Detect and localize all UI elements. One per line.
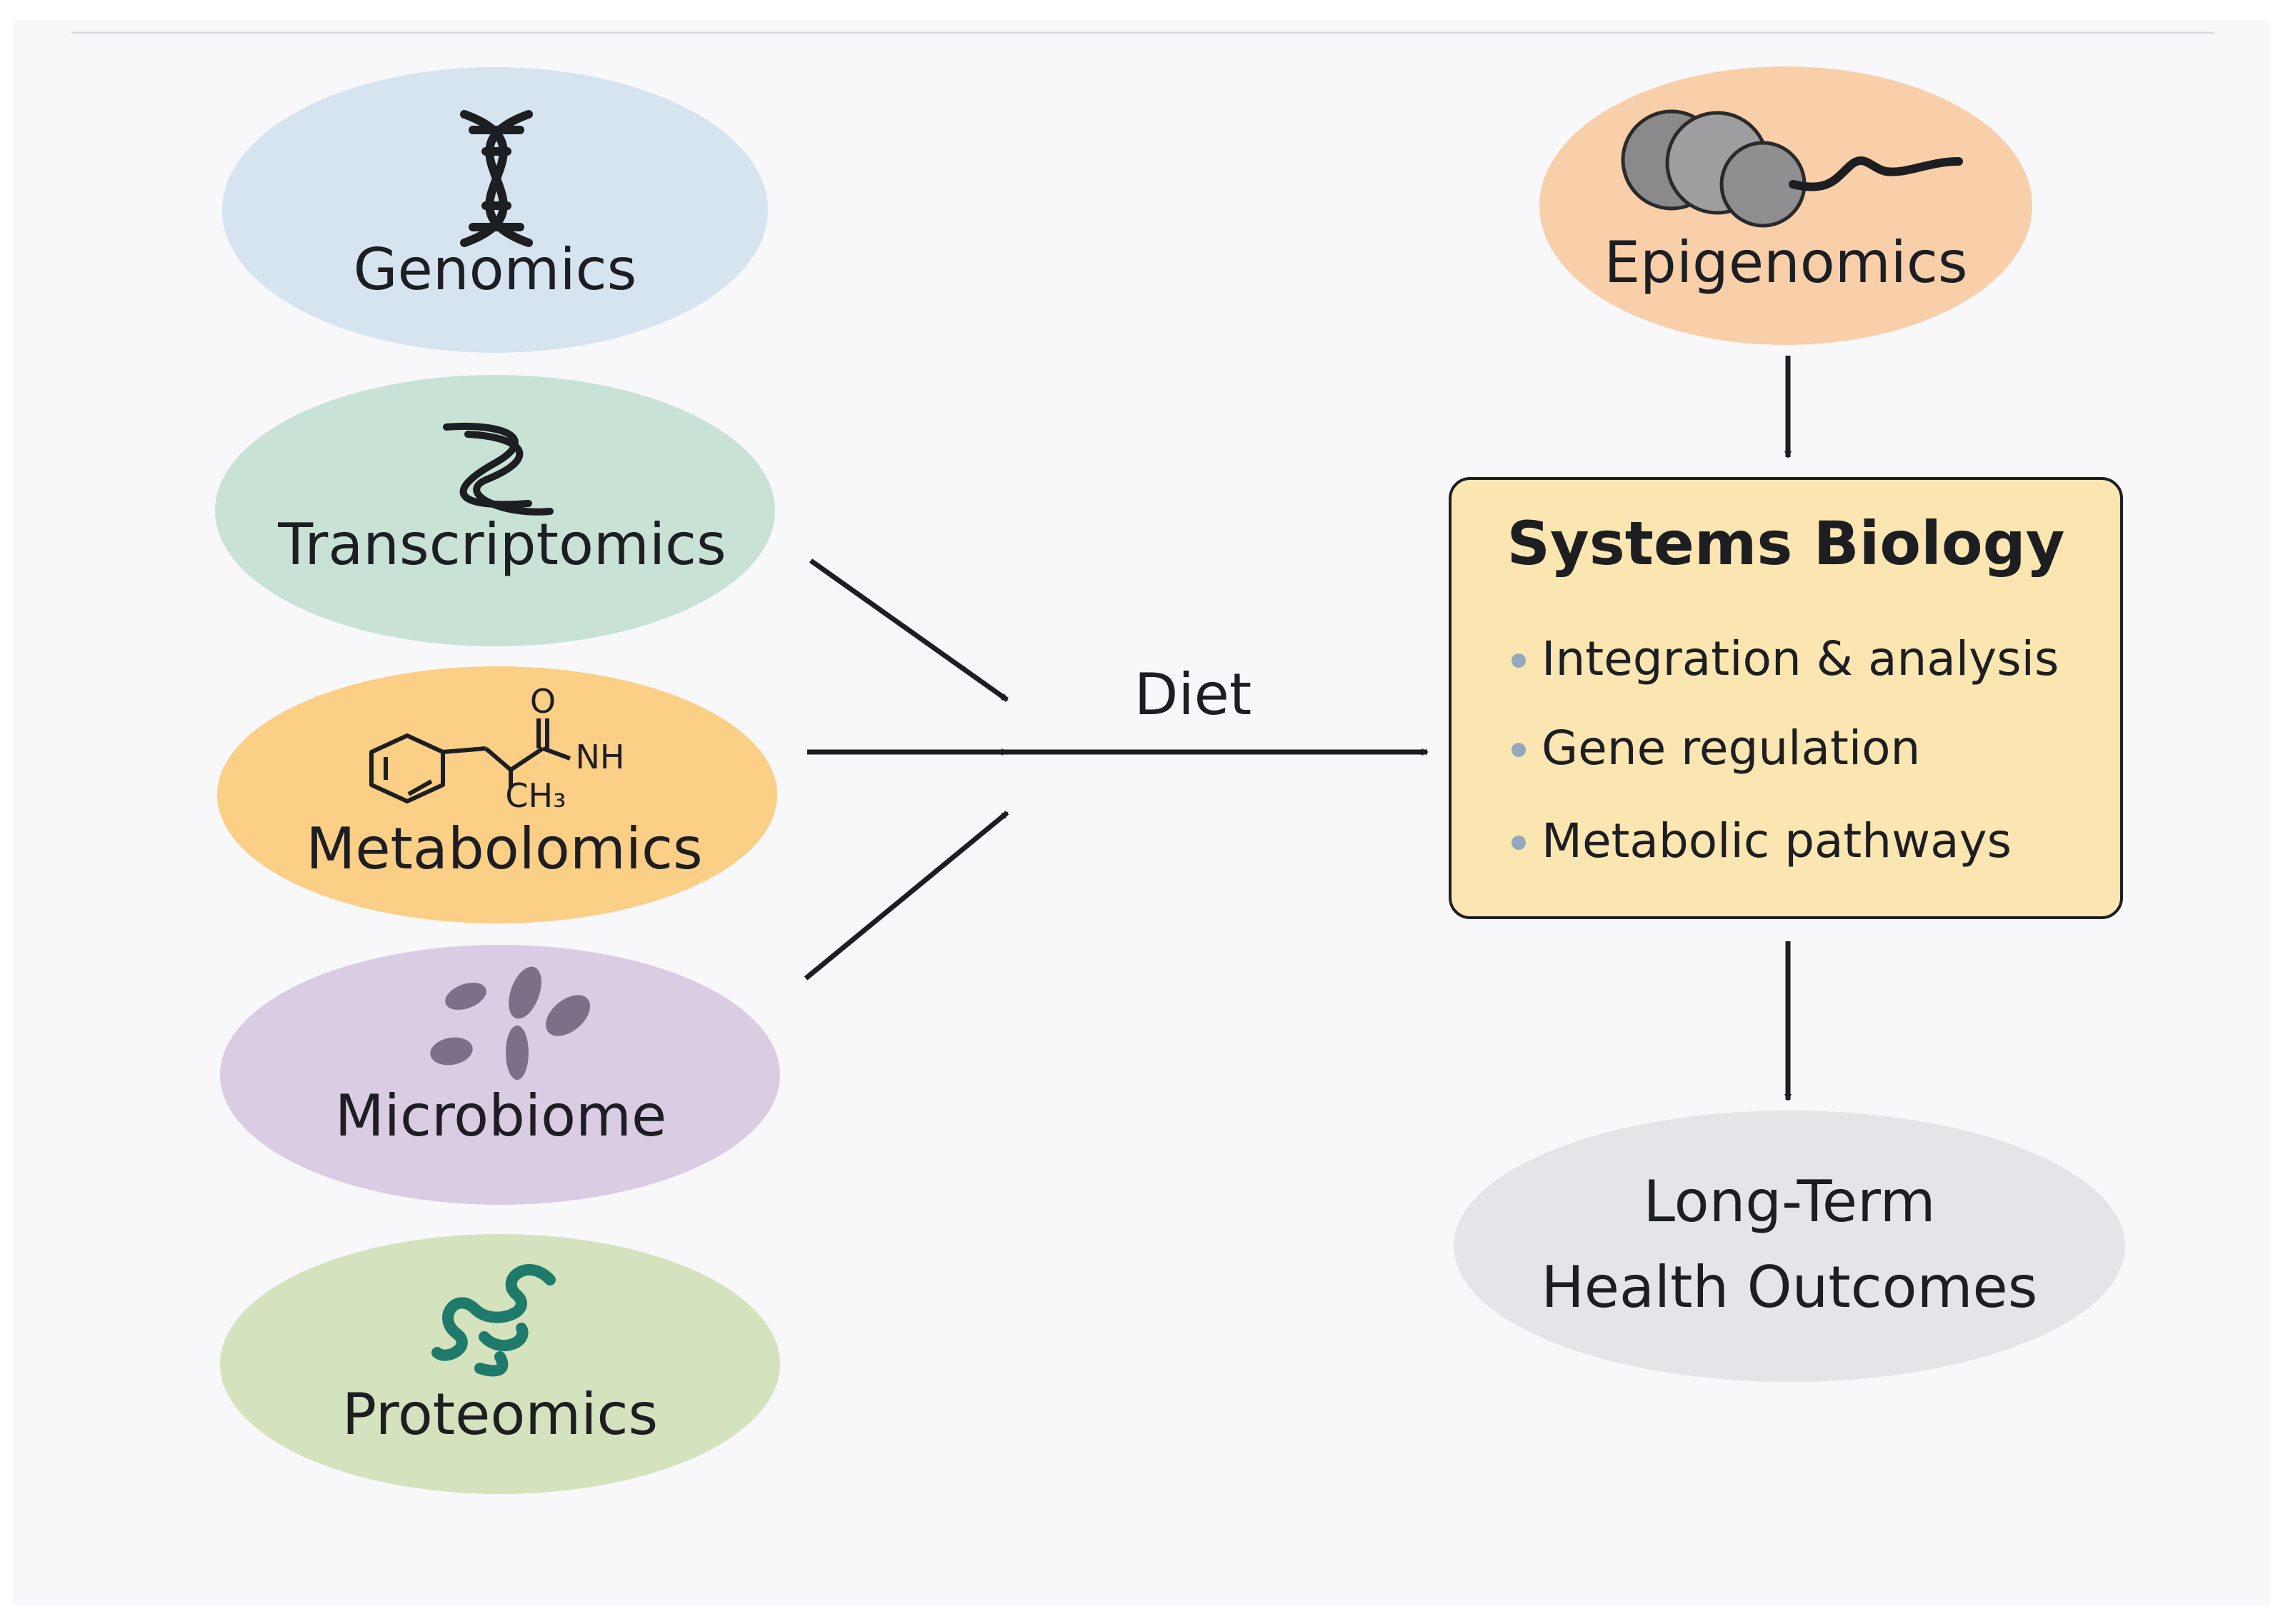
arrow-microbiome-to-diet bbox=[804, 811, 1009, 981]
bullet-gene-regulation: Gene regulation bbox=[1542, 721, 1920, 776]
health-outcomes-line-2: Health Outcomes bbox=[1542, 1254, 2038, 1320]
systems-biology-panel bbox=[1449, 477, 2123, 919]
systems-biology-box: Systems Biology Integration & analysis G… bbox=[1449, 477, 2123, 919]
microbiome-node: Microbiome bbox=[220, 945, 780, 1205]
bullet-dot bbox=[1512, 743, 1526, 757]
health-outcomes-line-1: Long-Term bbox=[1643, 1168, 1935, 1235]
proteomics-node: Proteomics bbox=[220, 1234, 780, 1494]
metabolomics-ellipse bbox=[217, 666, 777, 923]
epigenomics-node: Epigenomics bbox=[1539, 66, 2032, 345]
health-outcomes-ellipse bbox=[1454, 1111, 2125, 1382]
proteomics-label: Proteomics bbox=[342, 1381, 658, 1448]
bacteria-icon bbox=[430, 966, 590, 1080]
metabolomics-label: Metabolomics bbox=[306, 816, 702, 882]
bullet-metabolic-pathways: Metabolic pathways bbox=[1542, 813, 2012, 868]
arrow-transcriptomics-to-diet bbox=[809, 558, 1009, 702]
nucleosome-icon bbox=[1621, 109, 1963, 228]
metabolomics-node: O NH CH₃ Metabolomics bbox=[217, 666, 777, 923]
chemical-structure-icon: O NH CH₃ bbox=[369, 682, 625, 815]
bullet-dot bbox=[1512, 836, 1526, 850]
transcriptomics-label: Transcriptomics bbox=[277, 511, 726, 578]
bullet-integration-analysis: Integration & analysis bbox=[1542, 631, 2059, 686]
transcriptomics-ellipse bbox=[215, 375, 775, 646]
chem-oxygen-label: O bbox=[530, 682, 556, 721]
chem-ch3-label: CH₃ bbox=[505, 776, 566, 815]
chem-nh-label: NH bbox=[576, 738, 625, 776]
bullet-dot bbox=[1512, 653, 1526, 668]
diet-label: Diet bbox=[1134, 661, 1252, 728]
systems-biology-title: Systems Biology bbox=[1507, 508, 2064, 578]
microbiome-label: Microbiome bbox=[335, 1083, 666, 1149]
dna-double-helix-icon bbox=[460, 110, 533, 247]
health-outcomes-node: Long-Term Health Outcomes bbox=[1454, 1111, 2125, 1382]
transcriptomics-node: Transcriptomics bbox=[215, 375, 775, 646]
arrows bbox=[804, 356, 1792, 1101]
protein-chain-icon bbox=[431, 1264, 556, 1377]
systems-biology-bullets: Integration & analysis Gene regulation M… bbox=[1512, 631, 2059, 868]
rna-strand-icon bbox=[443, 422, 554, 516]
microbiome-ellipse bbox=[220, 945, 780, 1205]
genomics-node: Genomics bbox=[222, 67, 768, 353]
epigenomics-label: Epigenomics bbox=[1604, 229, 1967, 296]
genomics-label: Genomics bbox=[354, 236, 637, 303]
